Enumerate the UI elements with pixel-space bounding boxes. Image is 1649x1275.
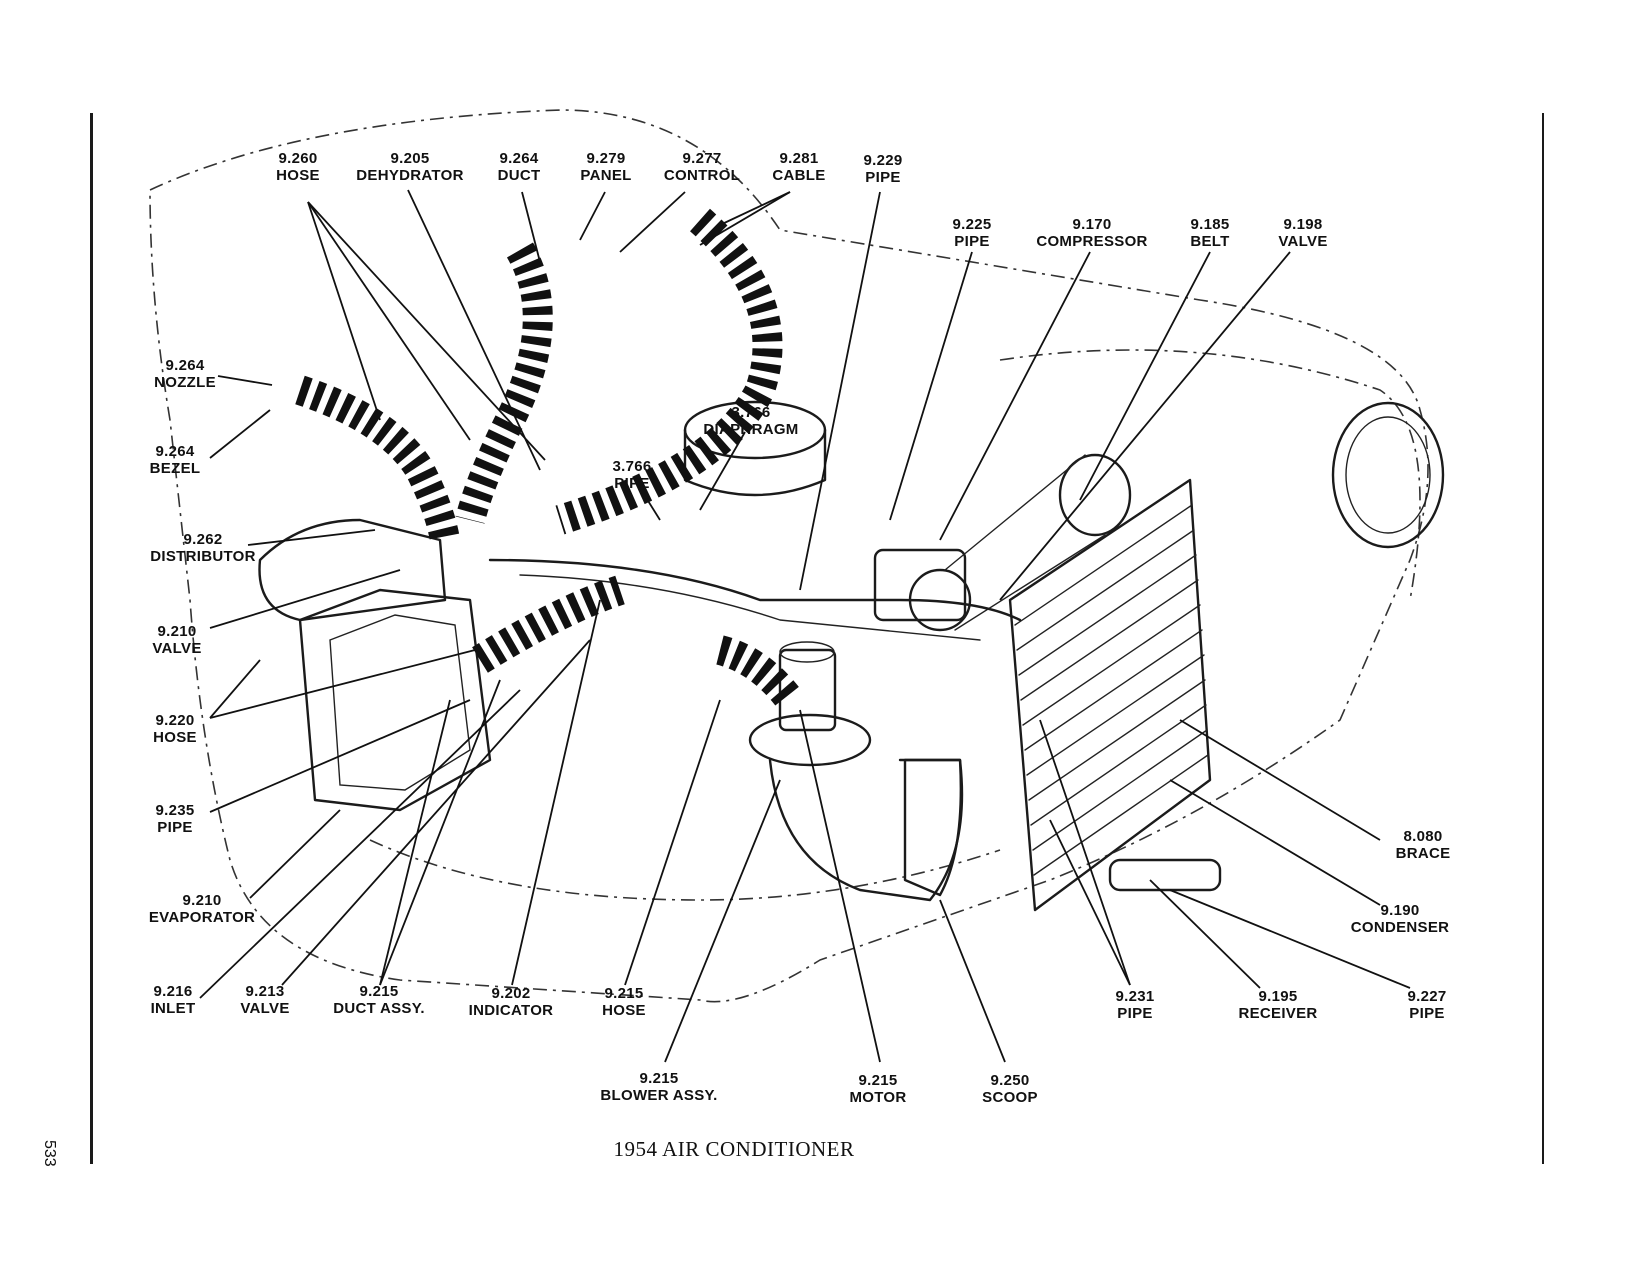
right-border-rule — [1542, 113, 1544, 1164]
blower-motor — [778, 648, 837, 732]
evaporator-box — [298, 588, 492, 812]
hose-blower — [715, 635, 802, 710]
page-number: 533 — [41, 1140, 58, 1167]
figure-caption: 1954 AIR CONDITIONER — [613, 1137, 855, 1161]
left-border-rule — [90, 113, 93, 1164]
drive-belt — [944, 454, 1106, 631]
lower-body-line — [369, 839, 1001, 901]
fan-pulley — [1058, 453, 1132, 537]
car-body-outline — [149, 109, 1429, 1003]
receiver-tank — [1108, 858, 1222, 892]
blower-housing — [748, 713, 872, 767]
suction-pipe — [488, 558, 1022, 622]
condenser-frame — [1008, 478, 1212, 912]
liquid-pipe — [519, 574, 981, 641]
headlamp-ring — [1345, 416, 1431, 534]
air-cleaner-body — [683, 428, 827, 497]
condenser-fins — [1014, 504, 1209, 876]
fender-line — [999, 349, 1421, 601]
evaporator-inner — [329, 614, 471, 791]
evaporator-case — [258, 518, 447, 622]
hose-right — [555, 208, 783, 535]
headlamp — [1331, 401, 1445, 549]
scoop-grille — [903, 758, 963, 897]
hose-duct-middle — [472, 575, 625, 673]
blower-motor-cap — [779, 641, 835, 663]
hose-left — [295, 375, 460, 543]
